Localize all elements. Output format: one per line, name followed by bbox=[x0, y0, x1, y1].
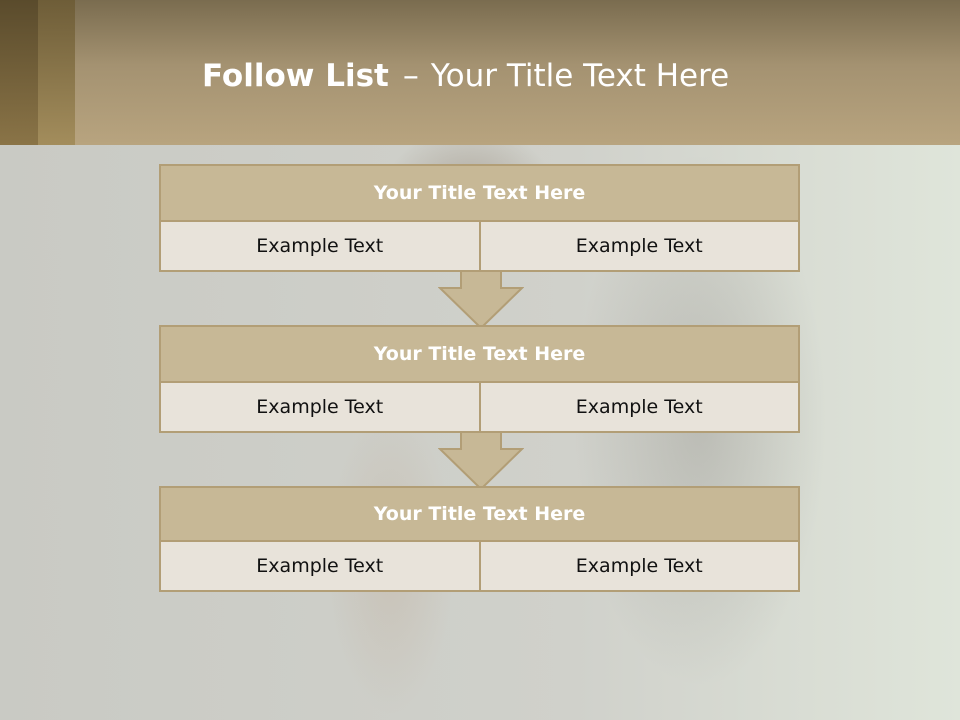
step-cell-left: Example Text bbox=[161, 222, 479, 270]
step-title: Your Title Text Here bbox=[161, 327, 798, 383]
step-row: Example Text Example Text bbox=[161, 222, 798, 270]
step-title: Your Title Text Here bbox=[161, 488, 798, 542]
down-arrow-icon bbox=[438, 270, 524, 330]
accent-strip-light bbox=[38, 0, 75, 145]
slide-title-bold: Follow List bbox=[202, 58, 389, 94]
step-cell-right: Example Text bbox=[478, 542, 798, 590]
slide-title: Follow List–Your Title Text Here bbox=[202, 56, 729, 96]
slide-title-separator: – bbox=[402, 56, 419, 94]
step-row: Example Text Example Text bbox=[161, 383, 798, 431]
step-block-3: Your Title Text Here Example Text Exampl… bbox=[159, 486, 800, 592]
step-title: Your Title Text Here bbox=[161, 166, 798, 222]
step-cell-left: Example Text bbox=[161, 383, 479, 431]
step-block-1: Your Title Text Here Example Text Exampl… bbox=[159, 164, 800, 272]
step-block-2: Your Title Text Here Example Text Exampl… bbox=[159, 325, 800, 433]
step-row: Example Text Example Text bbox=[161, 542, 798, 590]
step-cell-left: Example Text bbox=[161, 542, 479, 590]
step-cell-right: Example Text bbox=[478, 383, 798, 431]
title-bar bbox=[0, 0, 960, 145]
step-cell-right: Example Text bbox=[478, 222, 798, 270]
slide-title-rest: Your Title Text Here bbox=[430, 58, 730, 94]
down-arrow-icon bbox=[438, 431, 524, 491]
accent-strip-dark bbox=[0, 0, 38, 145]
